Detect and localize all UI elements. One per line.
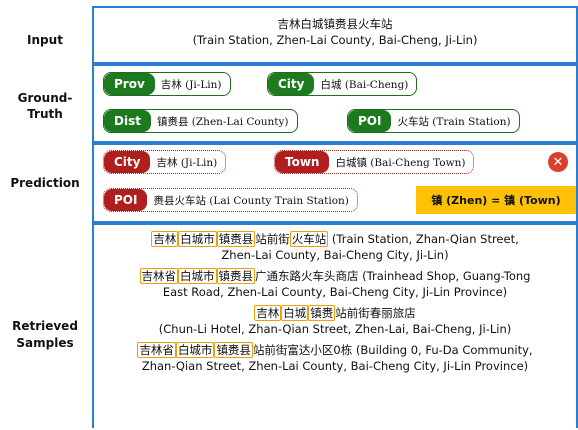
sample-2: 吉林省白城市镇赉县广通东路火车头商店 (Trainhead Shop, Guan… — [94, 268, 576, 300]
label-input: Input — [27, 33, 63, 47]
label-ground-truth: Ground- Truth — [0, 90, 90, 122]
highlighted-segment: 吉林省 — [139, 268, 179, 284]
highlighted-segment: 镇赉县 — [216, 231, 256, 247]
pred-value-town: 白城镇 (Bai-Cheng Town) — [335, 156, 466, 169]
gt-chip-poi: POI 火车站 (Train Station) — [347, 109, 520, 133]
pred-tag-town: Town — [275, 151, 330, 173]
sample-2-en1: (Trainhead Shop, Guang-Tong — [358, 269, 531, 283]
highlighted-segment: 镇赉县 — [216, 268, 256, 284]
sample-2-zh: 吉林省白城市镇赉县广通东路火车头商店 — [139, 268, 359, 284]
sample-3-line1: 吉林白城镇赉站前街春丽旅店 — [94, 305, 576, 321]
label-retrieved-samples: Retrieved Samples — [0, 318, 90, 352]
gt-tag-prov: Prov — [104, 73, 155, 95]
pred-chip-town: Town 白城镇 (Bai-Cheng Town) — [274, 150, 475, 174]
gt-chip-city: City 白城 (Bai-Cheng) — [267, 72, 418, 96]
highlighted-segment: 镇赉 — [308, 305, 336, 321]
gt-value-poi: 火车站 (Train Station) — [397, 115, 511, 128]
retrieved-samples-panel: 吉林白城市镇赉县站前街火车站 (Train Station, Zhan-Qian… — [92, 223, 578, 428]
highlighted-segment: 吉林 — [151, 231, 179, 247]
highlighted-segment: 白城市 — [175, 342, 215, 358]
equation-highlight: 镇 (Zhen) = 镇 (Town) — [416, 186, 576, 214]
sample-1: 吉林白城市镇赉县站前街火车站 (Train Station, Zhan-Qian… — [94, 231, 576, 263]
sample-2-line1: 吉林省白城市镇赉县广通东路火车头商店 (Trainhead Shop, Guan… — [94, 268, 576, 284]
prediction-panel: City 吉林 (Ji-Lin) Town 白城镇 (Bai-Cheng Tow… — [92, 143, 578, 223]
label-ground-truth-line2: Truth — [27, 107, 63, 121]
sample-1-line1: 吉林白城市镇赉县站前街火车站 (Train Station, Zhan-Qian… — [94, 231, 576, 247]
gt-value-prov: 吉林 (Ji-Lin) — [160, 78, 222, 91]
pred-tag-city: City — [104, 151, 151, 173]
label-ground-truth-line1: Ground- — [17, 91, 73, 105]
sample-1-zh: 吉林白城市镇赉县站前街火车站 — [151, 231, 329, 247]
plain-segment: 广通东路火车头商店 — [255, 269, 359, 283]
sample-4-line1: 吉林省白城市镇赉县站前街富达小区0栋 (Building 0, Fu-Da Co… — [94, 342, 576, 358]
input-text-en: (Train Station, Zhen-Lai County, Bai-Che… — [192, 33, 478, 47]
label-retrieved-line2: Samples — [16, 336, 74, 350]
sample-4: 吉林省白城市镇赉县站前街富达小区0栋 (Building 0, Fu-Da Co… — [94, 342, 576, 374]
sample-1-en1: (Train Station, Zhan-Qian Street, — [328, 232, 519, 246]
sample-4-zh: 吉林省白城市镇赉县站前街富达小区0栋 — [137, 342, 352, 358]
pred-value-city: 吉林 (Ji-Lin) — [156, 156, 218, 169]
pred-value-poi: 赉县火车站 (Lai County Train Station) — [153, 194, 349, 207]
sample-3-zh: 吉林白城镇赉站前街春丽旅店 — [254, 305, 416, 321]
input-panel: 吉林白城镇赉县火车站 (Train Station, Zhen-Lai Coun… — [92, 6, 578, 64]
gt-tag-poi: POI — [348, 110, 392, 132]
gt-value-dist: 镇赉县 (Zhen-Lai County) — [156, 115, 289, 128]
plain-segment: 站前街春丽旅店 — [335, 306, 416, 320]
sample-3: 吉林白城镇赉站前街春丽旅店 (Chun-Li Hotel, Zhan-Qian … — [94, 305, 576, 337]
highlighted-segment: 火车站 — [289, 231, 329, 247]
pred-chip-poi: POI 赉县火车站 (Lai County Train Station) — [103, 188, 358, 212]
highlighted-segment: 镇赉县 — [214, 342, 253, 358]
gt-tag-city: City — [268, 73, 315, 95]
plain-segment: 站前街 — [255, 232, 290, 246]
gt-chip-dist: Dist 镇赉县 (Zhen-Lai County) — [103, 109, 298, 133]
sample-2-en2: East Road, Zhen-Lai County, Bai-Cheng Ci… — [162, 285, 508, 299]
sample-4-en1: (Building 0, Fu-Da Community, — [352, 343, 533, 357]
pred-tag-poi: POI — [104, 189, 148, 211]
gt-chip-prov: Prov 吉林 (Ji-Lin) — [103, 72, 231, 96]
highlighted-segment: 吉林省 — [137, 342, 176, 358]
highlighted-segment: 白城市 — [178, 231, 217, 247]
sample-4-en2: Zhan-Qian Street, Zhen-Lai County, Bai-C… — [141, 359, 529, 373]
pred-chip-city: City 吉林 (Ji-Lin) — [103, 150, 227, 174]
ground-truth-panel: Prov 吉林 (Ji-Lin) City 白城 (Bai-Cheng) Dis… — [92, 64, 578, 143]
plain-segment: 站前街富达小区0栋 — [252, 343, 353, 357]
label-retrieved-line1: Retrieved — [12, 319, 78, 333]
gt-value-city: 白城 (Bai-Cheng) — [320, 78, 409, 91]
highlighted-segment: 吉林 — [254, 305, 282, 321]
input-text-zh: 吉林白城镇赉县火车站 — [277, 17, 393, 31]
wrong-x-icon: ✕ — [548, 152, 568, 172]
highlighted-segment: 白城 — [281, 305, 309, 321]
sample-1-en2: Zhen-Lai County, Bai-Cheng City, Ji-Lin) — [221, 248, 449, 262]
sample-3-en2: (Chun-Li Hotel, Zhan-Qian Street, Zhen-L… — [158, 322, 512, 336]
label-prediction: Prediction — [10, 176, 80, 190]
gt-tag-dist: Dist — [104, 110, 151, 132]
highlighted-segment: 白城市 — [178, 268, 217, 284]
